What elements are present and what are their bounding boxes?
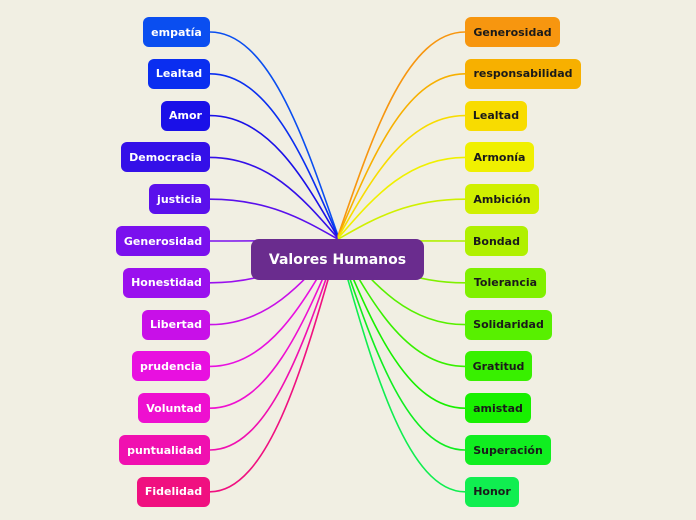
topic-node-right-9[interactable]: Gratitud: [465, 351, 532, 382]
topic-node-left-9[interactable]: prudencia: [132, 351, 210, 382]
topic-node-left-5[interactable]: justicia: [149, 184, 210, 215]
topic-node-left-6[interactable]: Generosidad: [116, 226, 210, 256]
connector-right-5: [337, 198, 466, 240]
connector-right-12: [337, 244, 466, 493]
topic-node-right-10[interactable]: amistad: [465, 393, 531, 424]
topic-node-right-4[interactable]: Armonía: [465, 142, 534, 173]
topic-node-right-11[interactable]: Superación: [465, 435, 551, 465]
topic-node-right-1[interactable]: Generosidad: [465, 17, 560, 47]
connector-right-4: [337, 156, 466, 239]
connector-left-12: [209, 244, 339, 493]
connector-right-1: [337, 31, 466, 237]
topic-node-left-10[interactable]: Voluntad: [138, 393, 210, 424]
topic-node-left-1[interactable]: empatía: [143, 17, 210, 47]
topic-node-left-12[interactable]: Fidelidad: [137, 476, 210, 507]
connector-left-4: [209, 156, 339, 239]
connector-right-11: [337, 243, 466, 451]
topic-node-right-3[interactable]: Lealtad: [465, 100, 527, 131]
connector-left-5: [209, 198, 339, 240]
connector-left-11: [209, 243, 339, 451]
topic-node-left-2[interactable]: Lealtad: [148, 58, 210, 89]
connector-right-2: [337, 73, 466, 237]
topic-node-right-12[interactable]: Honor: [465, 476, 519, 507]
topic-node-right-5[interactable]: Ambición: [465, 184, 539, 215]
connector-right-3: [337, 114, 466, 238]
topic-node-left-4[interactable]: Democracia: [121, 142, 210, 173]
topic-node-left-8[interactable]: Libertad: [142, 309, 210, 340]
topic-node-right-2[interactable]: responsabilidad: [465, 58, 581, 89]
topic-node-left-11[interactable]: puntualidad: [119, 435, 210, 465]
topic-node-left-3[interactable]: Amor: [161, 100, 210, 131]
topic-node-left-7[interactable]: Honestidad: [123, 267, 210, 298]
connector-left-3: [209, 114, 339, 238]
connector-left-2: [209, 73, 339, 237]
connector-left-1: [209, 31, 339, 237]
topic-node-right-7[interactable]: Tolerancia: [465, 267, 546, 298]
topic-node-right-6[interactable]: Bondad: [465, 226, 528, 256]
central-topic[interactable]: Valores Humanos: [251, 239, 424, 280]
topic-node-right-8[interactable]: Solidaridad: [465, 309, 552, 340]
